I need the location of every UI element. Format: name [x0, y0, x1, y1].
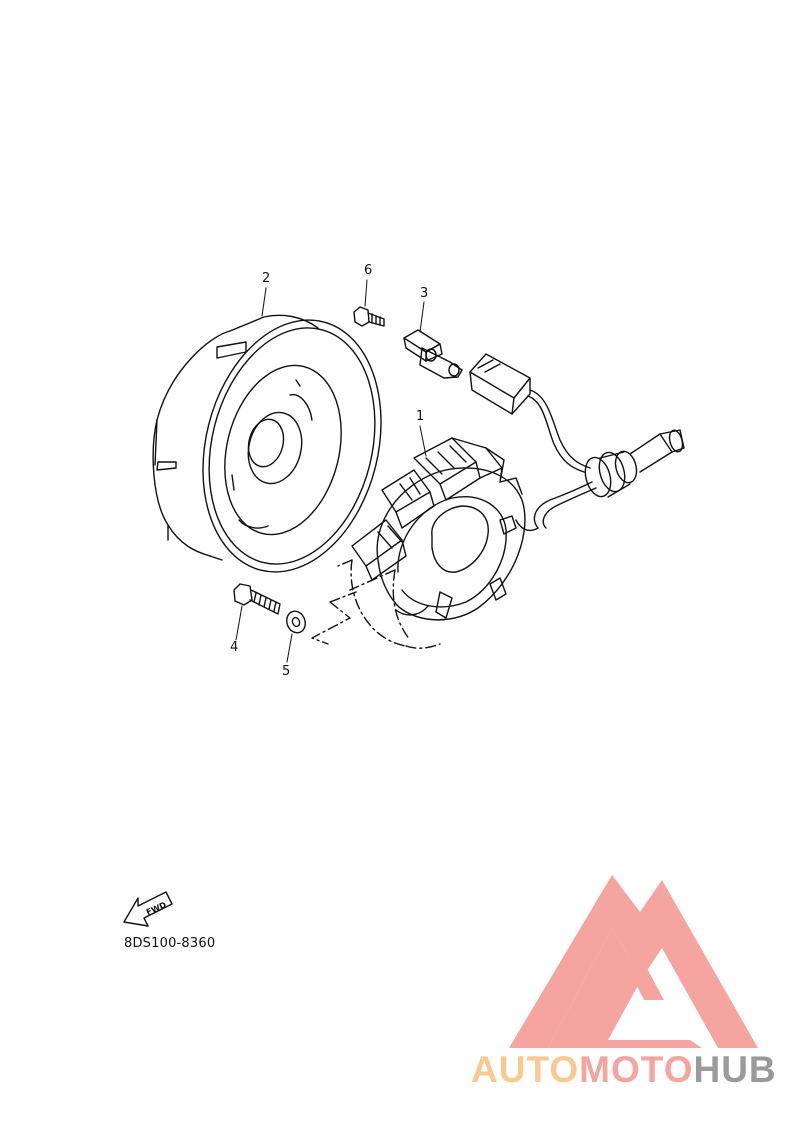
callout-1: 1 — [416, 409, 425, 424]
callout-4: 4 — [230, 640, 239, 655]
callout-5: 5 — [282, 664, 291, 679]
bolt-part-6 — [353, 306, 385, 327]
watermark-text: AUTOMOTOHUB — [471, 1049, 777, 1091]
callout-2: 2 — [262, 271, 271, 286]
sensor-clamp-part-3 — [403, 329, 463, 379]
wire-harness — [515, 389, 597, 532]
automotohub-logo-icon — [509, 875, 758, 1048]
bolt-part-4 — [233, 583, 281, 615]
leader-lines — [235, 279, 427, 663]
watermark-hub: HUB — [693, 1049, 777, 1090]
stator-part-1 — [351, 437, 526, 621]
callout-3: 3 — [420, 286, 429, 301]
wire-connector-block — [469, 353, 531, 415]
rubber-grommet — [584, 429, 685, 498]
washer-part-5 — [286, 610, 306, 634]
part-code: 8DS100-8360 — [124, 936, 216, 951]
fwd-arrow-icon: FWD — [123, 891, 173, 927]
fwd-label: FWD — [145, 900, 168, 917]
watermark-moto: MOTO — [579, 1049, 694, 1090]
rotor-flywheel-part — [152, 314, 382, 573]
callout-6: 6 — [364, 263, 373, 278]
watermark-auto: AUTO — [471, 1049, 580, 1090]
hidden-outline — [311, 559, 441, 649]
